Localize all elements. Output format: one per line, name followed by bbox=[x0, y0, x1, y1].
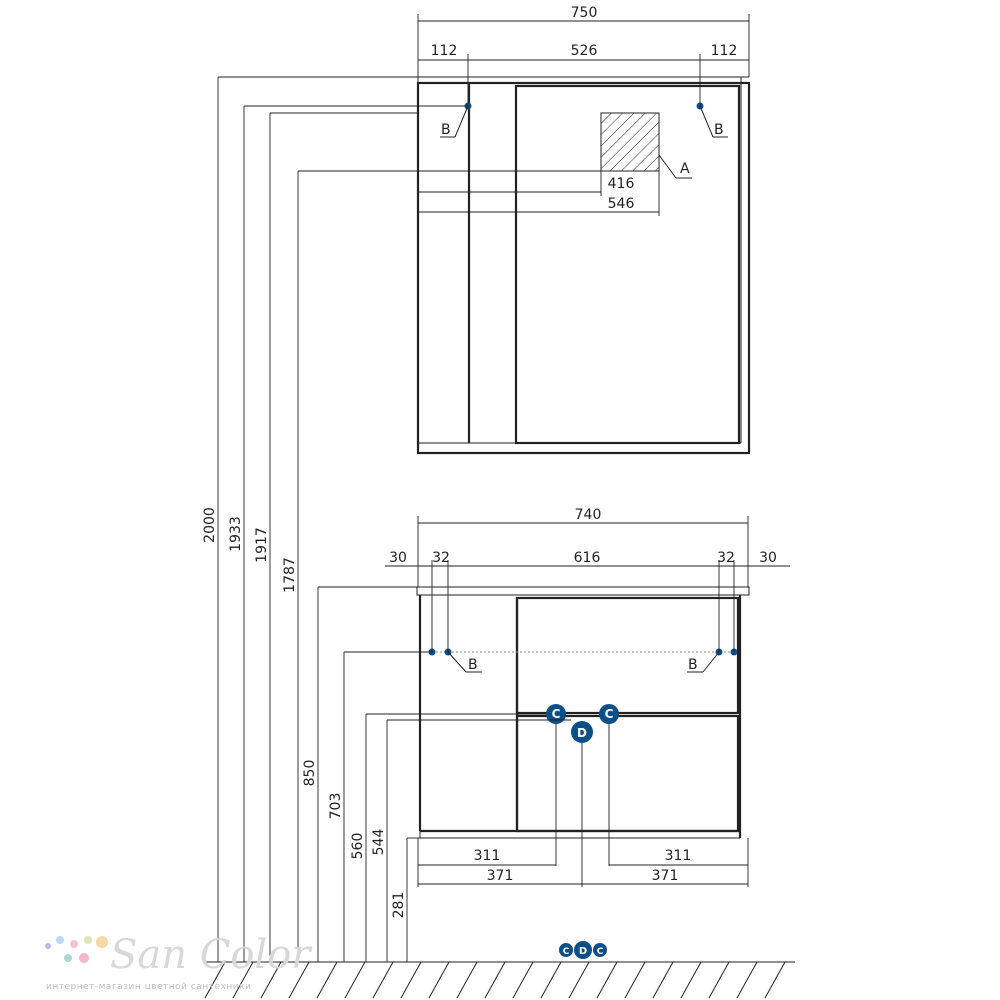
water-inlet-c-right bbox=[599, 704, 619, 724]
label-b-top-left: B bbox=[441, 122, 451, 138]
floor-hatch-line bbox=[204, 961, 226, 999]
dim-311-left: 311 bbox=[474, 848, 501, 864]
floor-marker-c-left bbox=[559, 943, 573, 957]
dim-32-left: 32 bbox=[432, 550, 450, 566]
label-b-top-right: B bbox=[714, 122, 724, 138]
dim-112-right: 112 bbox=[711, 43, 738, 59]
floor-marker-c-right bbox=[593, 943, 607, 957]
dim-703: 703 bbox=[328, 793, 344, 820]
floor-hatch-line bbox=[708, 961, 730, 999]
floor-hatch-line bbox=[288, 961, 310, 999]
dim-1917: 1917 bbox=[254, 527, 270, 563]
svg-text:C: C bbox=[605, 707, 614, 721]
bottom-dimensions: 740 30 32 616 32 30 311 311 371 371 bbox=[385, 507, 790, 887]
dim-544: 544 bbox=[371, 829, 387, 856]
svg-text:C: C bbox=[552, 707, 561, 721]
floor bbox=[204, 961, 795, 999]
logo: San Color интернет-магазин цветной санте… bbox=[45, 932, 313, 992]
floor-hatch-line bbox=[652, 961, 674, 999]
dim-560: 560 bbox=[350, 833, 366, 860]
dim-1787: 1787 bbox=[282, 557, 298, 593]
floor-hatch-line bbox=[764, 961, 786, 999]
height-dimensions: 2000 1933 1917 1787 850 703 560 544 281 bbox=[202, 76, 601, 962]
top-drawer bbox=[515, 596, 740, 715]
socket-hatch-area bbox=[600, 112, 660, 172]
drain-d bbox=[571, 721, 593, 743]
dim-526: 526 bbox=[571, 43, 598, 59]
floor-hatch-line bbox=[484, 961, 506, 999]
dim-371-right: 371 bbox=[652, 868, 679, 884]
bottom-drawer bbox=[515, 714, 740, 833]
label-b-bottom-left: B bbox=[468, 657, 478, 673]
floor-hatch-line bbox=[232, 961, 254, 999]
water-inlet-c-left bbox=[546, 704, 566, 724]
countertop bbox=[416, 586, 750, 596]
dim-32-right: 32 bbox=[717, 550, 735, 566]
floor-hatch-line bbox=[316, 961, 338, 999]
svg-text:D: D bbox=[577, 726, 587, 740]
dim-112-left: 112 bbox=[431, 43, 458, 59]
floor-hatch-line bbox=[260, 961, 282, 999]
floor-hatch-line bbox=[540, 961, 562, 999]
svg-text:C: C bbox=[563, 947, 570, 957]
floor-marker-d bbox=[574, 941, 592, 959]
logo-tagline: интернет-магазин цветной сантехники bbox=[46, 982, 251, 992]
dim-371-left: 371 bbox=[487, 868, 514, 884]
floor-hatch-line bbox=[456, 961, 478, 999]
floor-hatch-line bbox=[512, 961, 534, 999]
dim-281: 281 bbox=[391, 892, 407, 919]
floor-markers: C D C bbox=[559, 941, 607, 959]
top-unit-mirror-door bbox=[514, 84, 741, 445]
floor-hatch-line bbox=[344, 961, 366, 999]
top-unit-outline bbox=[416, 81, 751, 455]
floor-hatch-line bbox=[624, 961, 646, 999]
floor-hatch-line bbox=[680, 961, 702, 999]
floor-hatch-line bbox=[736, 961, 758, 999]
floor-hatch-line bbox=[400, 961, 422, 999]
floor-hatch-line bbox=[596, 961, 618, 999]
top-unit: B B A bbox=[416, 76, 751, 455]
dim-311-right: 311 bbox=[665, 848, 692, 864]
dim-616: 616 bbox=[574, 550, 601, 566]
floor-hatch-line bbox=[372, 961, 394, 999]
dim-740: 740 bbox=[575, 507, 602, 523]
dim-850: 850 bbox=[302, 760, 318, 787]
bottom-unit: B B C C D bbox=[416, 586, 750, 887]
label-b-bottom-right: B bbox=[688, 657, 698, 673]
dim-30-right: 30 bbox=[759, 550, 777, 566]
dim-546: 546 bbox=[608, 196, 635, 212]
label-a: A bbox=[680, 161, 690, 177]
floor-hatch-line bbox=[568, 961, 590, 999]
dim-30-left: 30 bbox=[389, 550, 407, 566]
svg-text:C: C bbox=[597, 947, 604, 957]
dim-750: 750 bbox=[571, 5, 598, 21]
dim-1933: 1933 bbox=[228, 516, 244, 552]
svg-text:D: D bbox=[579, 946, 587, 957]
dim-2000: 2000 bbox=[202, 507, 218, 543]
top-dimensions: 750 112 526 112 416 546 bbox=[417, 5, 750, 216]
floor-hatch-line bbox=[428, 961, 450, 999]
dim-416: 416 bbox=[608, 176, 635, 192]
logo-text: San Color bbox=[110, 932, 313, 978]
